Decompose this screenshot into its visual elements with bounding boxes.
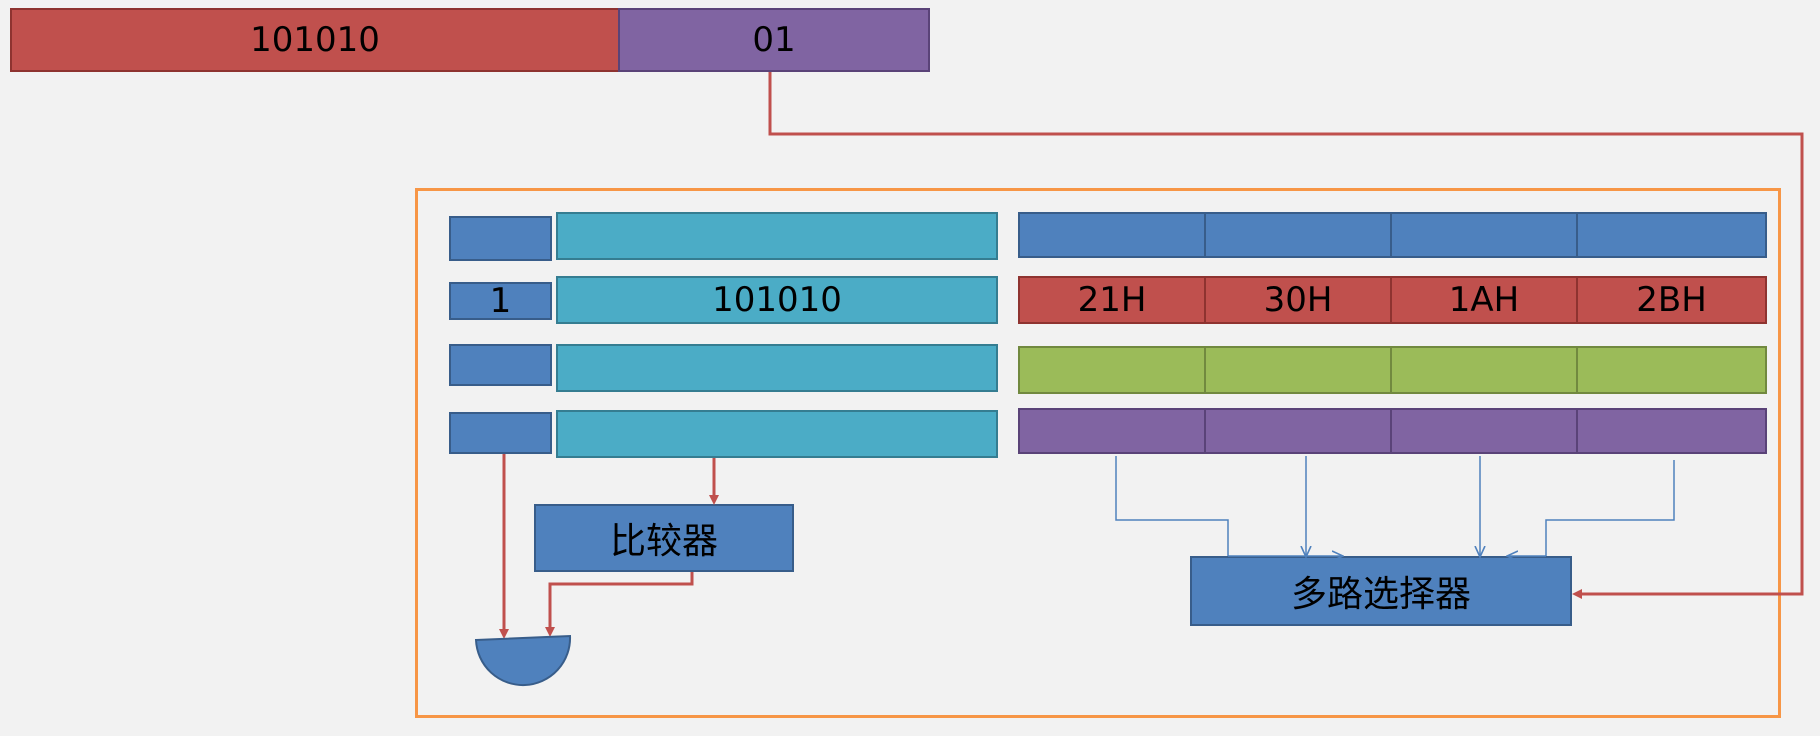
data-cell-row-2-1 xyxy=(1204,346,1392,394)
data-line-0 xyxy=(1115,456,1229,556)
data-cell-row-0-0 xyxy=(1018,212,1206,258)
data-cell-row-1-0: 21H xyxy=(1018,276,1206,324)
data-cell-row-2-3 xyxy=(1576,346,1767,394)
cache-frame xyxy=(415,188,1781,718)
data-cell-row-3-0 xyxy=(1018,408,1206,454)
and-gate xyxy=(474,634,572,686)
data-cell-row-0-2 xyxy=(1390,212,1578,258)
address-index-field: 01 xyxy=(618,8,930,72)
valid-bit-row-0 xyxy=(449,216,552,261)
data-cell-row-0-1 xyxy=(1204,212,1392,258)
data-cell-row-3-1 xyxy=(1204,408,1392,454)
tag-cell-row-0 xyxy=(556,212,998,260)
tag-cell-row-3 xyxy=(556,410,998,458)
comparator-box: 比较器 xyxy=(534,504,794,572)
data-cell-row-2-2 xyxy=(1390,346,1578,394)
data-cell-row-3-3 xyxy=(1576,408,1767,454)
address-tag-field: 101010 xyxy=(10,8,620,72)
tag-cell-row-1: 101010 xyxy=(556,276,998,324)
data-cell-row-1-3: 2BH xyxy=(1576,276,1767,324)
valid-bit-row-2 xyxy=(449,344,552,386)
comparator-to-gate-wire xyxy=(545,572,694,637)
valid-bit-row-3 xyxy=(449,412,552,454)
data-cell-row-1-1: 30H xyxy=(1204,276,1392,324)
valid-bit-row-1: 1 xyxy=(449,281,552,321)
index-select-wire xyxy=(768,72,1804,599)
multiplexer-box: 多路选择器 xyxy=(1190,556,1572,626)
data-line-3 xyxy=(1545,460,1675,556)
data-cell-row-0-3 xyxy=(1576,212,1767,258)
data-cell-row-2-0 xyxy=(1018,346,1206,394)
tag-cell-row-2 xyxy=(556,344,998,392)
data-cell-row-1-2: 1AH xyxy=(1390,276,1578,324)
